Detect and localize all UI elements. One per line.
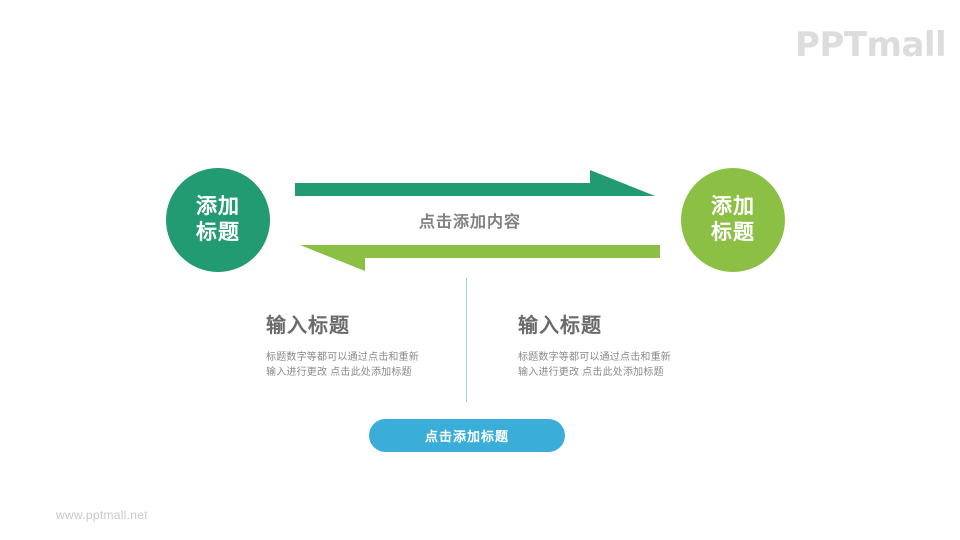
left-node-circle[interactable]: 添加 标题: [166, 168, 270, 272]
footer-url: www.pptmall.net: [56, 508, 148, 522]
left-node-line1: 添加: [196, 195, 240, 218]
right-node-line2: 标题: [711, 221, 755, 244]
bidirectional-arrows: [295, 170, 660, 271]
arrow-right-icon[interactable]: [295, 170, 655, 196]
column-body: 标题数字等都可以通过点击和重新 输入进行更改 点击此处添加标题: [518, 350, 728, 380]
column-title: 输入标题: [518, 315, 602, 337]
column-body-line2: 输入进行更改 点击此处添加标题: [266, 367, 412, 378]
column-title: 输入标题: [266, 315, 350, 337]
logo-text: PPTmall: [795, 25, 947, 65]
text-column-left: 输入标题 标题数字等都可以通过点击和重新 输入进行更改 点击此处添加标题: [266, 314, 476, 380]
center-label: 点击添加内容: [418, 214, 521, 231]
left-node-line2: 标题: [196, 221, 240, 244]
pptmall-logo: PPTmall: [795, 24, 947, 66]
column-body-line1: 标题数字等都可以通过点击和重新: [518, 352, 671, 363]
right-node-circle[interactable]: 添加 标题: [681, 168, 785, 272]
column-body-line2: 输入进行更改 点击此处添加标题: [518, 367, 664, 378]
column-body: 标题数字等都可以通过点击和重新 输入进行更改 点击此处添加标题: [266, 350, 476, 380]
column-body-line1: 标题数字等都可以通过点击和重新: [266, 352, 419, 363]
arrow-left-icon[interactable]: [300, 245, 660, 271]
add-title-button[interactable]: 点击添加标题: [369, 419, 565, 452]
right-node-line1: 添加: [711, 195, 755, 218]
text-column-right: 输入标题 标题数字等都可以通过点击和重新 输入进行更改 点击此处添加标题: [518, 314, 728, 380]
vertical-divider: [466, 278, 467, 402]
